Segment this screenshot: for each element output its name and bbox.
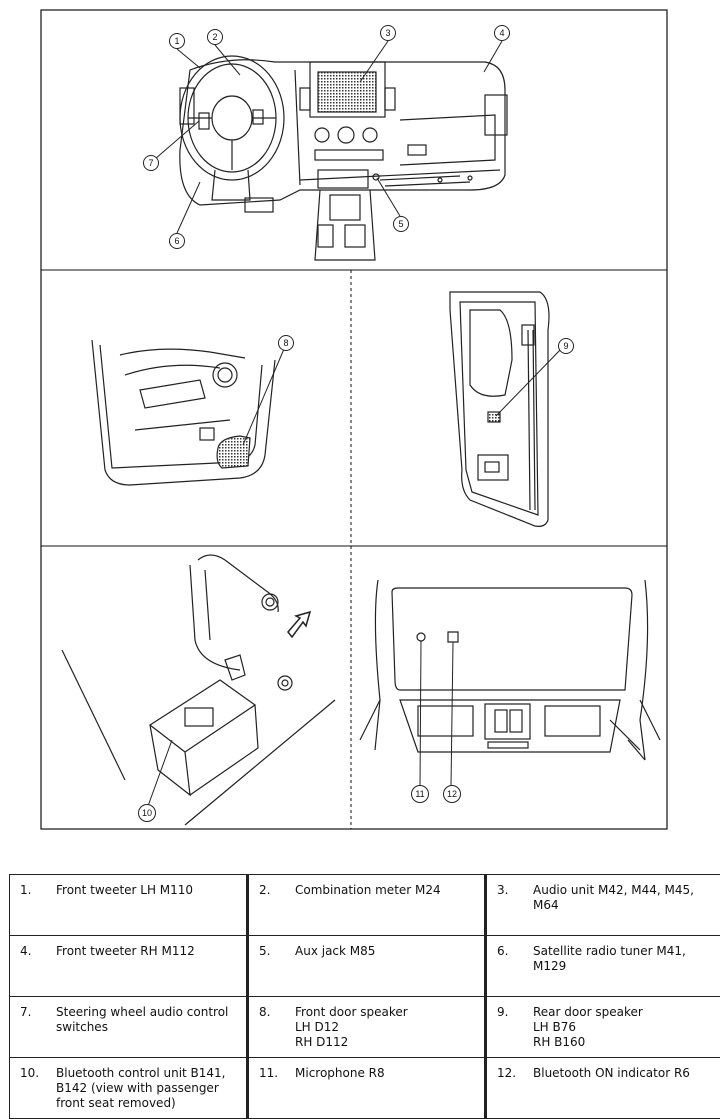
seat-bracket-illustration — [62, 555, 335, 825]
svg-text:12: 12 — [447, 789, 457, 799]
legend-cell: 4.Front tweeter RH M112 — [10, 936, 248, 997]
legend-cell: 2.Combination meter M24 — [248, 875, 486, 936]
legend-text: Aux jack M85 — [295, 944, 478, 959]
dashboard-illustration — [180, 56, 507, 260]
svg-text:1: 1 — [174, 36, 179, 46]
legend-number: 1. — [20, 883, 56, 898]
callout-6: 6 — [170, 234, 185, 249]
front-direction-arrow — [288, 612, 310, 637]
callout-3: 3 — [381, 26, 396, 41]
legend-number: 12. — [497, 1066, 533, 1081]
svg-text:8: 8 — [283, 338, 288, 348]
legend-number: 6. — [497, 944, 533, 974]
callout-10: 10 — [139, 805, 156, 822]
legend-text: Rear door speaker LH B76 RH B160 — [533, 1005, 720, 1050]
legend-text: Front tweeter LH M110 — [56, 883, 240, 898]
callout-1: 1 — [170, 34, 185, 49]
legend-cell: 1.Front tweeter LH M110 — [10, 875, 248, 936]
svg-text:9: 9 — [563, 341, 568, 351]
microphone — [417, 633, 425, 641]
legend-number: 9. — [497, 1005, 533, 1050]
legend-table: 1.Front tweeter LH M110 2.Combination me… — [9, 874, 720, 1119]
legend-text: Audio unit M42, M44, M45, M64 — [533, 883, 720, 913]
svg-text:3: 3 — [385, 28, 390, 38]
legend-cell: 7.Steering wheel audio control switches — [10, 997, 248, 1058]
legend-cell: 11.Microphone R8 — [248, 1058, 486, 1119]
legend-number: 3. — [497, 883, 533, 913]
callout-2: 2 — [208, 30, 223, 45]
legend-cell: 8.Front door speaker LH D12 RH D112 — [248, 997, 486, 1058]
legend-text: Front door speaker LH D12 RH D112 — [295, 1005, 478, 1050]
svg-text:11: 11 — [415, 789, 424, 799]
svg-text:10: 10 — [142, 808, 152, 818]
bluetooth-control-unit — [150, 680, 255, 752]
legend-cell: 5.Aux jack M85 — [248, 936, 486, 997]
legend-text: Bluetooth control unit B141, B142 (view … — [56, 1066, 240, 1111]
legend-text: Bluetooth ON indicator R6 — [533, 1066, 720, 1081]
callout-12: 12 — [444, 786, 461, 803]
callout-4: 4 — [495, 26, 510, 41]
legend-number: 2. — [259, 883, 295, 898]
svg-text:5: 5 — [398, 219, 403, 229]
legend-text: Front tweeter RH M112 — [56, 944, 240, 959]
rear-door-illustration — [450, 292, 549, 526]
legend-number: 10. — [20, 1066, 56, 1111]
legend-number: 8. — [259, 1005, 295, 1050]
legend-cell: 6.Satellite radio tuner M41, M129 — [486, 936, 720, 997]
legend-row: 4.Front tweeter RH M112 5.Aux jack M85 6… — [10, 936, 720, 997]
svg-text:4: 4 — [499, 28, 504, 38]
legend-text: Steering wheel audio control switches — [56, 1005, 240, 1035]
legend-row: 1.Front tweeter LH M110 2.Combination me… — [10, 875, 720, 936]
svg-text:7: 7 — [148, 158, 153, 168]
callout-9: 9 — [559, 339, 574, 354]
legend-cell: 9.Rear door speaker LH B76 RH B160 — [486, 997, 720, 1058]
legend-number: 4. — [20, 944, 56, 959]
svg-text:2: 2 — [212, 32, 217, 42]
callout-8: 8 — [279, 336, 294, 351]
legend-number: 7. — [20, 1005, 56, 1035]
bluetooth-on-indicator — [448, 632, 458, 642]
legend-cell: 3.Audio unit M42, M44, M45, M64 — [486, 875, 720, 936]
callout-7: 7 — [144, 156, 159, 171]
callout-11: 11 — [412, 786, 429, 803]
legend-cell: 12.Bluetooth ON indicator R6 — [486, 1058, 720, 1119]
callout-leaders — [148, 41, 563, 806]
callout-5: 5 — [394, 217, 409, 232]
svg-text:6: 6 — [174, 236, 179, 246]
front-door-illustration — [92, 340, 275, 485]
overhead-console-illustration — [360, 580, 660, 760]
legend-cell: 10.Bluetooth control unit B141, B142 (vi… — [10, 1058, 248, 1119]
component-location-diagram: 1 2 3 4 5 6 7 8 9 10 11 12 — [0, 0, 720, 835]
legend-number: 5. — [259, 944, 295, 959]
legend-text: Combination meter M24 — [295, 883, 478, 898]
audio-unit-grille — [318, 72, 376, 112]
legend-text: Satellite radio tuner M41, M129 — [533, 944, 720, 974]
legend-row: 10.Bluetooth control unit B141, B142 (vi… — [10, 1058, 720, 1119]
legend-row: 7.Steering wheel audio control switches … — [10, 997, 720, 1058]
legend-text: Microphone R8 — [295, 1066, 478, 1081]
legend-number: 11. — [259, 1066, 295, 1081]
